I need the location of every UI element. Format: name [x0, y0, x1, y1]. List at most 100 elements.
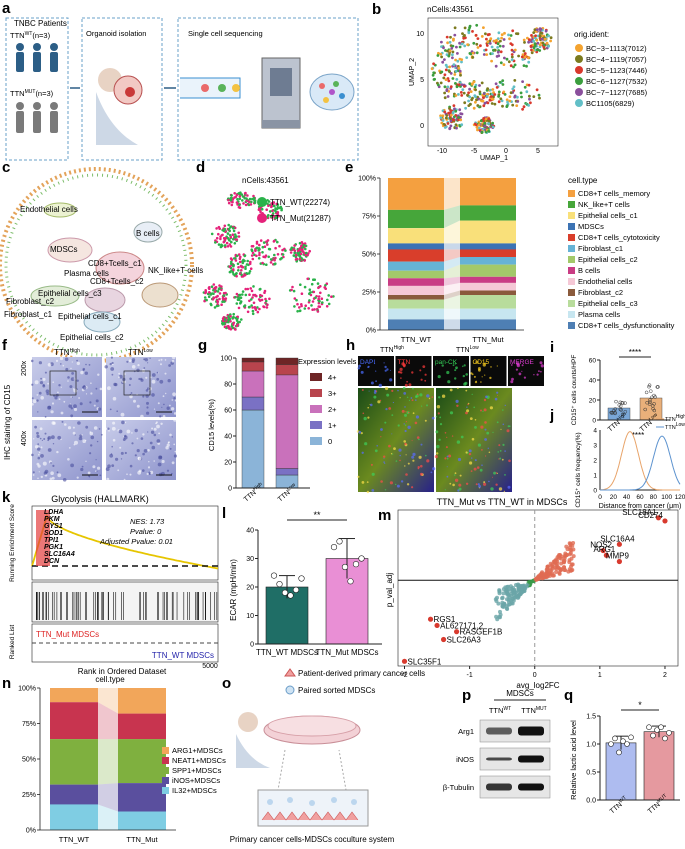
umap-point — [314, 296, 317, 300]
if-speckle — [449, 482, 452, 485]
ihc-speckle — [146, 472, 149, 476]
umap-point — [484, 117, 488, 121]
mdsc-icon — [285, 685, 295, 695]
data-point — [623, 401, 627, 405]
umap-point — [242, 202, 245, 205]
ihc-speckle — [157, 402, 160, 405]
data-point — [347, 578, 354, 585]
data-point — [613, 407, 618, 411]
if-speckle — [357, 367, 360, 370]
if-speckle — [395, 483, 397, 486]
stacked-bar-segment — [50, 804, 98, 830]
ihc-speckle — [159, 415, 162, 418]
umap-point — [490, 97, 494, 101]
umap-point — [476, 128, 479, 132]
umap-point — [480, 81, 484, 85]
step-organoid: Organoid isolation — [86, 29, 146, 38]
data-point — [610, 411, 615, 415]
gene-point — [506, 599, 511, 604]
legend-label: 4+ — [328, 373, 337, 382]
data-point — [666, 729, 672, 736]
umap-point — [462, 36, 466, 40]
ihc-speckle — [37, 456, 41, 460]
ihc-speckle — [76, 379, 79, 382]
if-speckle — [422, 365, 426, 368]
umap-point — [238, 257, 242, 261]
if-speckle — [446, 436, 448, 438]
ihc-speckle — [76, 476, 79, 479]
if-speckle — [366, 490, 370, 494]
umap-point — [522, 38, 526, 42]
cluster-label: CD8+Tcells_c1 — [88, 259, 142, 268]
ihc-speckle — [97, 466, 101, 470]
ihc-speckle — [162, 415, 166, 418]
if-speckle — [478, 368, 481, 372]
ihc-speckle — [129, 464, 133, 468]
umap-point — [265, 240, 268, 243]
ihc-speckle — [39, 437, 42, 440]
p-col1-sup: WT — [503, 706, 511, 712]
umap-point — [273, 262, 276, 266]
umap-point — [536, 41, 540, 45]
data-point — [276, 580, 283, 588]
umap-point — [254, 249, 257, 253]
ytick-label: 10 — [246, 613, 254, 620]
umap-point — [235, 292, 239, 296]
xlabel-b: UMAP_1 — [480, 155, 508, 162]
umap-point — [479, 119, 483, 123]
umap-point — [527, 56, 530, 60]
data-point — [341, 563, 349, 571]
xtick-label: 0 — [598, 494, 602, 501]
legend-swatch — [568, 278, 575, 285]
umap-point — [244, 267, 247, 271]
legend-swatch — [575, 88, 583, 96]
umap-point — [528, 94, 531, 98]
ihc-speckle — [173, 454, 177, 458]
umap-point — [443, 110, 447, 114]
ihc-speckle — [89, 401, 92, 404]
umap-point — [270, 204, 274, 208]
gene-point — [516, 588, 521, 592]
panel-label-n: n — [2, 675, 11, 692]
if-speckle — [380, 436, 382, 438]
umap-point — [457, 118, 460, 122]
umap-point — [266, 303, 269, 307]
ihc-speckle — [119, 446, 122, 449]
legend-label: 3+ — [328, 389, 337, 398]
gene-point — [568, 552, 572, 557]
ihc-speckle — [47, 436, 52, 440]
umap-point — [475, 51, 479, 55]
ihc-speckle — [38, 471, 40, 473]
umap-point — [453, 33, 457, 37]
umap-point — [292, 248, 295, 251]
if-speckle — [441, 364, 444, 367]
data-point — [655, 385, 660, 389]
umap-point — [246, 310, 250, 314]
ihc-speckle — [138, 377, 141, 381]
ihc-speckle — [36, 399, 39, 402]
cluster-label: MDSCs — [50, 245, 78, 254]
if-speckle — [405, 473, 408, 476]
legend-swatch — [575, 99, 583, 107]
ytick-label: 1.5 — [586, 714, 596, 721]
stacked-bar-segment — [388, 243, 444, 250]
umap-point — [485, 95, 489, 98]
if-speckle — [511, 377, 514, 381]
ihc-speckle — [146, 401, 149, 405]
umap-point — [520, 95, 523, 99]
umap-point — [505, 57, 509, 61]
umap-point — [233, 233, 237, 236]
umap-point — [521, 58, 525, 61]
if-speckle — [415, 415, 419, 419]
svg-text:TTNMUT(n=3): TTNMUT(n=3) — [10, 89, 54, 98]
ihc-speckle — [72, 426, 75, 429]
gene-label: RASGEF1B — [460, 628, 503, 637]
umap-point — [317, 305, 321, 308]
umap-point — [250, 254, 254, 257]
category-label: TTN_Mut MDSCs — [315, 648, 378, 657]
ihc-speckle — [62, 364, 65, 367]
ihc-speckle — [173, 443, 176, 446]
umap-point — [468, 95, 472, 99]
umap-point — [273, 258, 276, 262]
ihc-speckle — [171, 355, 176, 360]
